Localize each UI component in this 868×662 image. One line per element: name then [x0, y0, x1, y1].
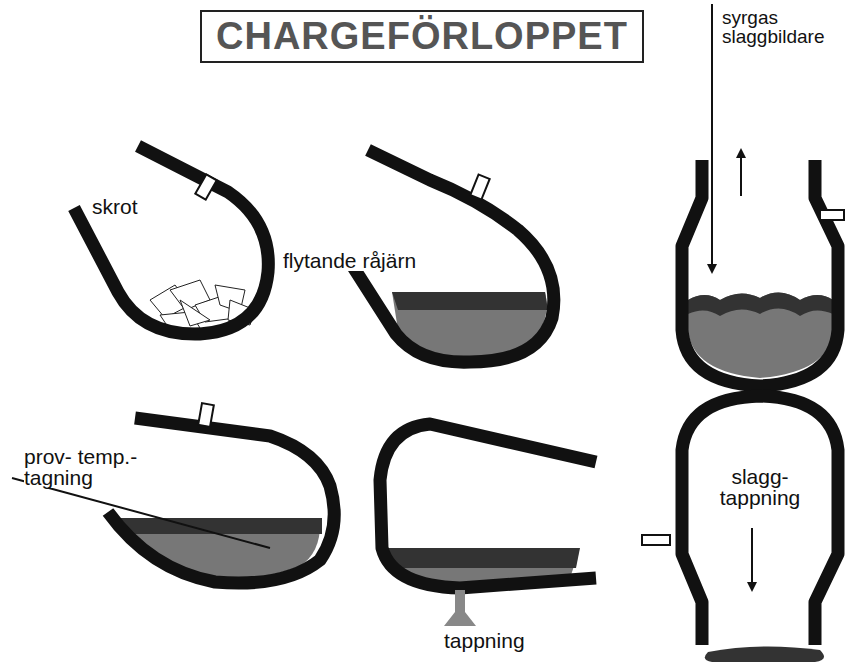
tapping-label: tappning [444, 630, 525, 651]
converter-sampling [12, 403, 334, 583]
converter-tapping [380, 424, 596, 626]
converter-scrap [74, 146, 268, 334]
converter-slag-tapping [642, 396, 838, 662]
slag-tapping-label: slagg- tappning [712, 466, 808, 508]
sampling-label: prov- temp.- tagning [24, 446, 156, 488]
hot-metal-label: flytande råjärn [283, 250, 416, 271]
scrap-label: skrot [92, 196, 138, 217]
diagram-title: CHARGEFÖRLOPPET [200, 10, 644, 63]
converter-blowing [682, 4, 844, 386]
oxygen-flux-label: syrgas slaggbildare [722, 8, 862, 46]
